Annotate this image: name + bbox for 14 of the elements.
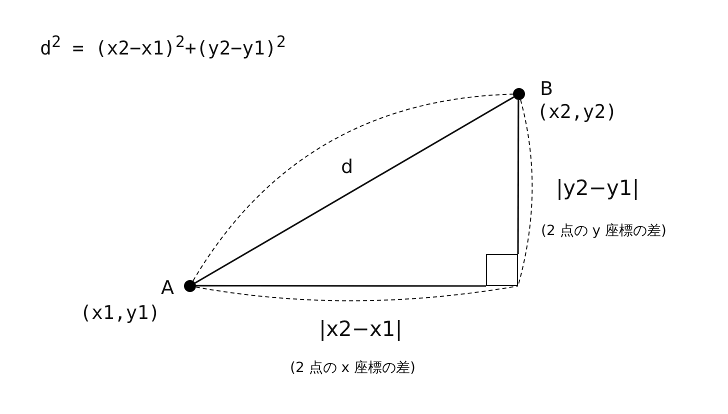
dashed-curve bbox=[195, 286, 518, 302]
coordinate-label: (x1,y1) bbox=[80, 304, 160, 323]
coordinate-label: (x2,y2) bbox=[537, 103, 618, 122]
note-text: (2 点の x 座標の差) bbox=[290, 361, 416, 375]
point-name: A bbox=[161, 279, 174, 298]
note-text: (2 点の y 座標の差) bbox=[541, 224, 666, 238]
point-dot bbox=[184, 280, 196, 292]
point-dot bbox=[513, 88, 525, 100]
formula: d$^{2}$ = (x2−x1)$^{2}$+(y2−y1)$^{2}$ bbox=[40, 34, 286, 58]
right-angle-mark bbox=[486, 254, 518, 286]
line-segment bbox=[517, 100, 520, 254]
dashed-curve bbox=[518, 99, 533, 286]
point-name: B bbox=[540, 80, 554, 99]
line-segment bbox=[196, 284, 486, 287]
